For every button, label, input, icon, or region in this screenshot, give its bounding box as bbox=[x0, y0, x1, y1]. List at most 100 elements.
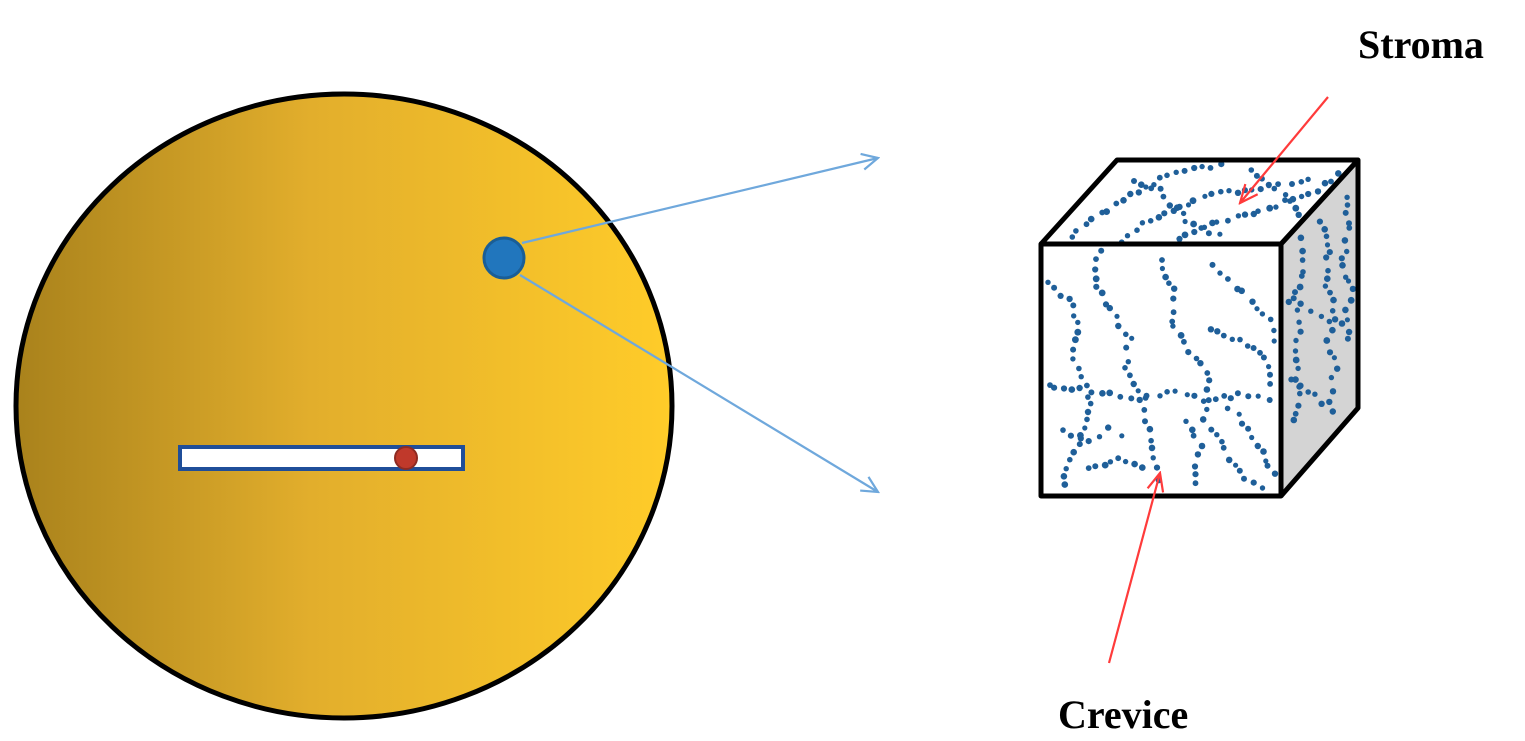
pore-dot bbox=[1083, 221, 1090, 228]
pore-dot bbox=[1221, 393, 1228, 399]
pore-dot bbox=[1267, 316, 1274, 323]
pore-dot bbox=[1298, 179, 1305, 185]
pore-dot bbox=[1267, 381, 1273, 387]
pore-dot bbox=[1294, 307, 1301, 313]
pore-dot bbox=[1076, 365, 1082, 372]
pore-dot bbox=[1139, 464, 1146, 471]
pore-dot bbox=[1176, 235, 1183, 242]
pore-dot bbox=[1297, 300, 1304, 307]
pore-dot bbox=[1305, 389, 1311, 395]
pore-dot bbox=[1182, 218, 1188, 225]
pore-dot bbox=[1288, 376, 1295, 383]
pore-dot bbox=[1233, 462, 1239, 468]
pore-dot bbox=[1226, 188, 1232, 194]
pore-dot bbox=[1084, 408, 1092, 416]
pore-dot bbox=[1295, 402, 1302, 409]
pore-dot bbox=[1206, 377, 1213, 384]
pore-dot bbox=[1318, 313, 1325, 320]
pore-dot bbox=[1125, 359, 1132, 365]
pore-dot bbox=[1205, 397, 1212, 404]
pore-dot bbox=[1341, 237, 1349, 244]
pore-dot bbox=[1260, 448, 1267, 455]
pore-dot bbox=[1326, 398, 1333, 406]
pore-dot bbox=[1259, 485, 1266, 491]
pore-dot bbox=[1143, 392, 1150, 399]
pore-dot bbox=[1204, 406, 1210, 413]
pore-dot bbox=[1076, 384, 1083, 392]
pore-dot bbox=[1177, 332, 1185, 339]
pore-dot bbox=[1299, 257, 1306, 263]
pore-dot bbox=[1248, 167, 1255, 173]
pore-dot bbox=[1106, 304, 1114, 312]
stroma-label: Stroma bbox=[1358, 22, 1484, 67]
pore-dot bbox=[1292, 204, 1300, 212]
pore-dot bbox=[1107, 459, 1114, 465]
pore-dot bbox=[1344, 317, 1350, 323]
pore-dot bbox=[1328, 178, 1334, 185]
pore-dot bbox=[1225, 276, 1231, 282]
pore-dot bbox=[1295, 211, 1302, 218]
pore-dot bbox=[1273, 204, 1279, 210]
pore-dot bbox=[1123, 344, 1130, 351]
pore-dot bbox=[1282, 197, 1288, 204]
pore-dot bbox=[1181, 231, 1189, 239]
cube-side-face bbox=[1281, 160, 1358, 496]
pore-dot bbox=[1292, 410, 1299, 417]
pore-dot bbox=[1161, 210, 1168, 217]
pore-dot bbox=[1143, 184, 1149, 190]
crevice-pointer-arrow bbox=[1107, 473, 1160, 664]
pore-dot bbox=[1096, 434, 1103, 440]
pore-dot bbox=[1266, 182, 1272, 189]
pore-dots-front bbox=[1045, 247, 1279, 491]
pore-dot bbox=[1115, 455, 1122, 462]
pore-dot bbox=[1173, 169, 1179, 175]
pore-dot bbox=[1344, 194, 1350, 200]
pore-dot bbox=[1114, 313, 1120, 319]
pore-dot bbox=[1156, 174, 1163, 181]
pore-dot bbox=[1299, 247, 1306, 255]
pore-dot bbox=[1199, 163, 1205, 170]
pore-dot bbox=[1323, 233, 1330, 240]
pore-dot bbox=[1092, 266, 1099, 273]
slot-marker bbox=[394, 446, 418, 470]
pore-dot bbox=[1207, 326, 1215, 333]
pore-dot bbox=[1092, 275, 1100, 283]
pore-dot bbox=[1045, 279, 1051, 285]
pore-dot bbox=[1297, 234, 1305, 242]
crevice-label: Crevice bbox=[1058, 692, 1188, 737]
pore-dot bbox=[1298, 193, 1305, 200]
pore-dot bbox=[1329, 388, 1337, 395]
pore-dot bbox=[1296, 283, 1304, 291]
pore-dot bbox=[1191, 463, 1199, 470]
pore-dot bbox=[1255, 208, 1261, 214]
pore-dot bbox=[1329, 408, 1337, 415]
pore-dot bbox=[1093, 256, 1099, 262]
pore-dot bbox=[1073, 228, 1079, 234]
pore-dot bbox=[1092, 463, 1099, 470]
pore-dot bbox=[1254, 306, 1260, 312]
pore-dot bbox=[1208, 190, 1215, 197]
pore-dot bbox=[1229, 336, 1236, 342]
pore-dot bbox=[1119, 433, 1125, 439]
pore-dot bbox=[1305, 190, 1312, 198]
pore-dot bbox=[1329, 326, 1336, 334]
pore-dot bbox=[1282, 192, 1289, 198]
pore-dot bbox=[1338, 320, 1346, 327]
pore-dot bbox=[1147, 218, 1154, 224]
pore-dot bbox=[1105, 424, 1112, 431]
pore-dot bbox=[1051, 384, 1058, 391]
pore-dot bbox=[1128, 395, 1135, 402]
pore-dot bbox=[1172, 388, 1178, 394]
pore-dot bbox=[1255, 393, 1261, 399]
pore-dot bbox=[1203, 386, 1211, 393]
pore-dot bbox=[1160, 193, 1167, 200]
pore-dot bbox=[1136, 396, 1143, 404]
pore-dot bbox=[1254, 442, 1262, 450]
pore-dot bbox=[1346, 225, 1353, 231]
pore-dot bbox=[1326, 249, 1333, 256]
pore-dot bbox=[1266, 397, 1273, 403]
pore-dot bbox=[1327, 289, 1333, 296]
pore-dot bbox=[1075, 319, 1081, 326]
pore-dot bbox=[1227, 395, 1234, 402]
